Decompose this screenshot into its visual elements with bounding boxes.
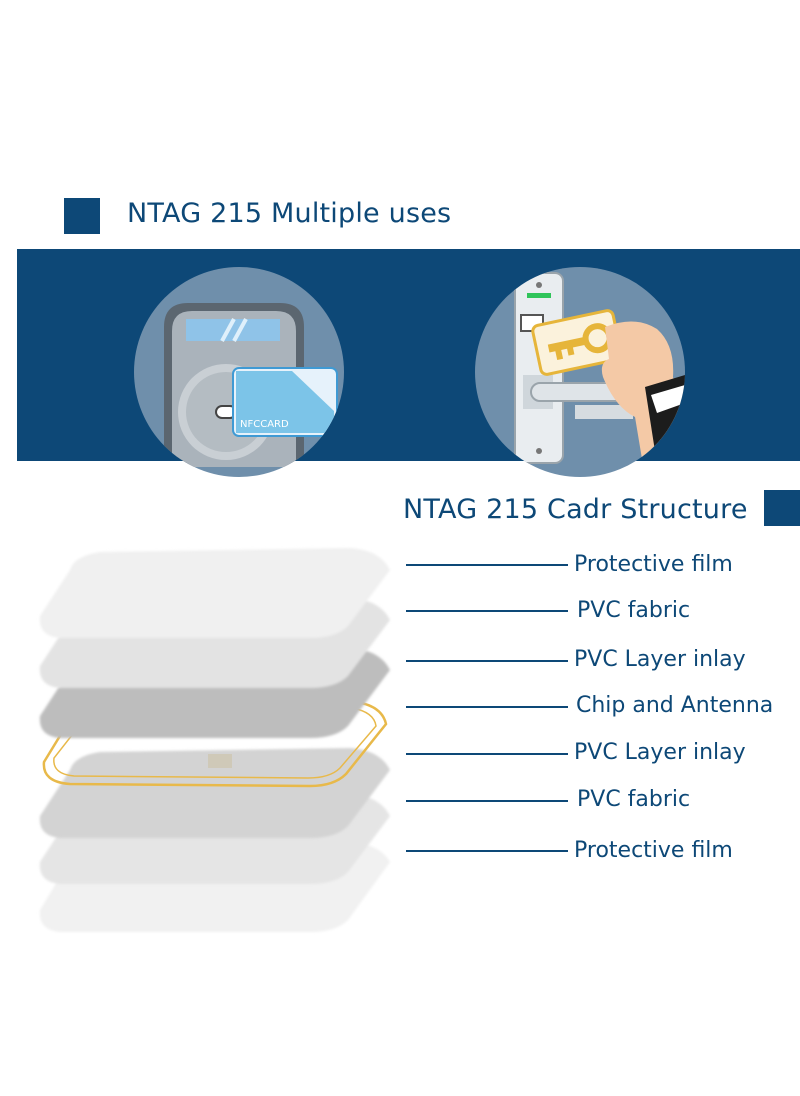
layer-protective-film-top	[39, 548, 390, 638]
nfc-card-icon	[232, 367, 338, 437]
layer-label: Protective film	[574, 552, 733, 577]
card-layers-diagram	[39, 548, 390, 932]
chip	[208, 754, 232, 768]
layer-pvc-inlay-bottom	[39, 748, 390, 838]
uses-banner: NFCCARD	[17, 249, 800, 477]
leader-line	[406, 564, 568, 566]
hand-key-card-icon	[531, 309, 685, 477]
door-reader-illustration: NFCCARD	[134, 267, 344, 477]
layer-label: PVC fabric	[577, 787, 691, 812]
uses-title: NTAG 215 Multiple uses	[127, 198, 452, 229]
nfc-card-label: NFCCARD	[240, 419, 289, 430]
layer-label: PVC Layer inlay	[574, 647, 746, 672]
leader-line	[406, 753, 568, 755]
layer-label: Chip and Antenna	[576, 693, 774, 718]
door-lock-illustration	[475, 267, 685, 477]
layer-label: Protective film	[574, 838, 733, 863]
layer-label: PVC Layer inlay	[574, 740, 746, 765]
leader-line	[406, 706, 568, 708]
section-marker-uses	[64, 198, 100, 234]
leader-line	[406, 660, 568, 662]
layer-label: PVC fabric	[577, 598, 691, 623]
leader-line	[406, 850, 568, 852]
section-marker-structure	[764, 490, 800, 526]
structure-title: NTAG 215 Cadr Structure	[403, 494, 748, 525]
leader-line	[406, 800, 568, 802]
leader-line	[406, 610, 568, 612]
